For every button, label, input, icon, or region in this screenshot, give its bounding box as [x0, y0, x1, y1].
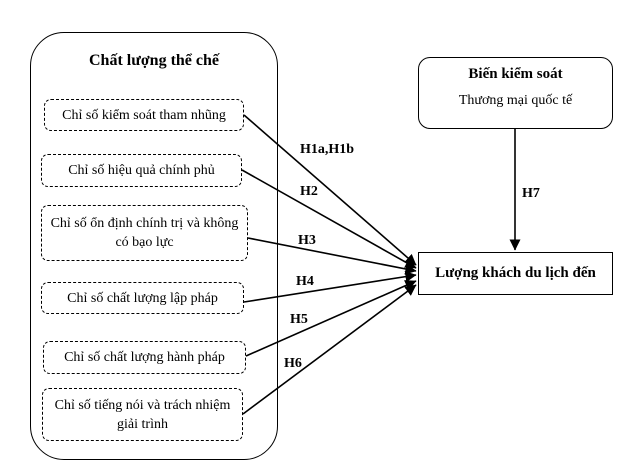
- arrow-h3: [247, 237, 417, 275]
- indicator-rule-of-law: Chỉ số chất lượng hành pháp: [43, 341, 246, 374]
- arrow-h2: [241, 169, 417, 269]
- institutional-quality-title: Chất lượng thể chế: [88, 52, 219, 69]
- indicator-political-stability: Chỉ số ổn định chính trị và không có bạo…: [41, 205, 248, 261]
- arrow-h1: [243, 114, 417, 266]
- arrow-h4: [243, 271, 417, 303]
- hypothesis-h5-label: H5: [290, 312, 308, 327]
- control-variable-title: Biến kiểm soát: [468, 66, 563, 82]
- indicator-corruption-control: Chỉ số kiểm soát tham nhũng: [44, 99, 244, 131]
- hypothesis-h7-label: H7: [522, 186, 540, 201]
- hypothesis-h4-label: H4: [296, 274, 314, 289]
- arrow-h5: [245, 280, 417, 357]
- hypothesis-h1-label: H1a,H1b: [300, 142, 355, 157]
- hypothesis-h3-label: H3: [298, 233, 316, 248]
- control-variable-item: Thương mại quốc tế: [458, 93, 573, 108]
- tourist-arrivals-box: Lượng khách du lịch đến: [418, 252, 613, 295]
- indicator-voice-accountability: Chỉ số tiếng nói và trách nhiệm giải trì…: [42, 388, 243, 441]
- control-variable-box: Biến kiểm soát Thương mại quốc tế: [418, 57, 613, 129]
- hypothesis-h6-label: H6: [284, 356, 302, 371]
- hypothesis-h2-label: H2: [300, 184, 318, 199]
- indicator-government-effectiveness: Chỉ số hiệu quả chính phủ: [41, 154, 242, 187]
- institutional-quality-group: [30, 32, 278, 460]
- arrow-h6: [242, 284, 417, 415]
- indicator-regulatory-quality: Chỉ số chất lượng lập pháp: [41, 282, 244, 314]
